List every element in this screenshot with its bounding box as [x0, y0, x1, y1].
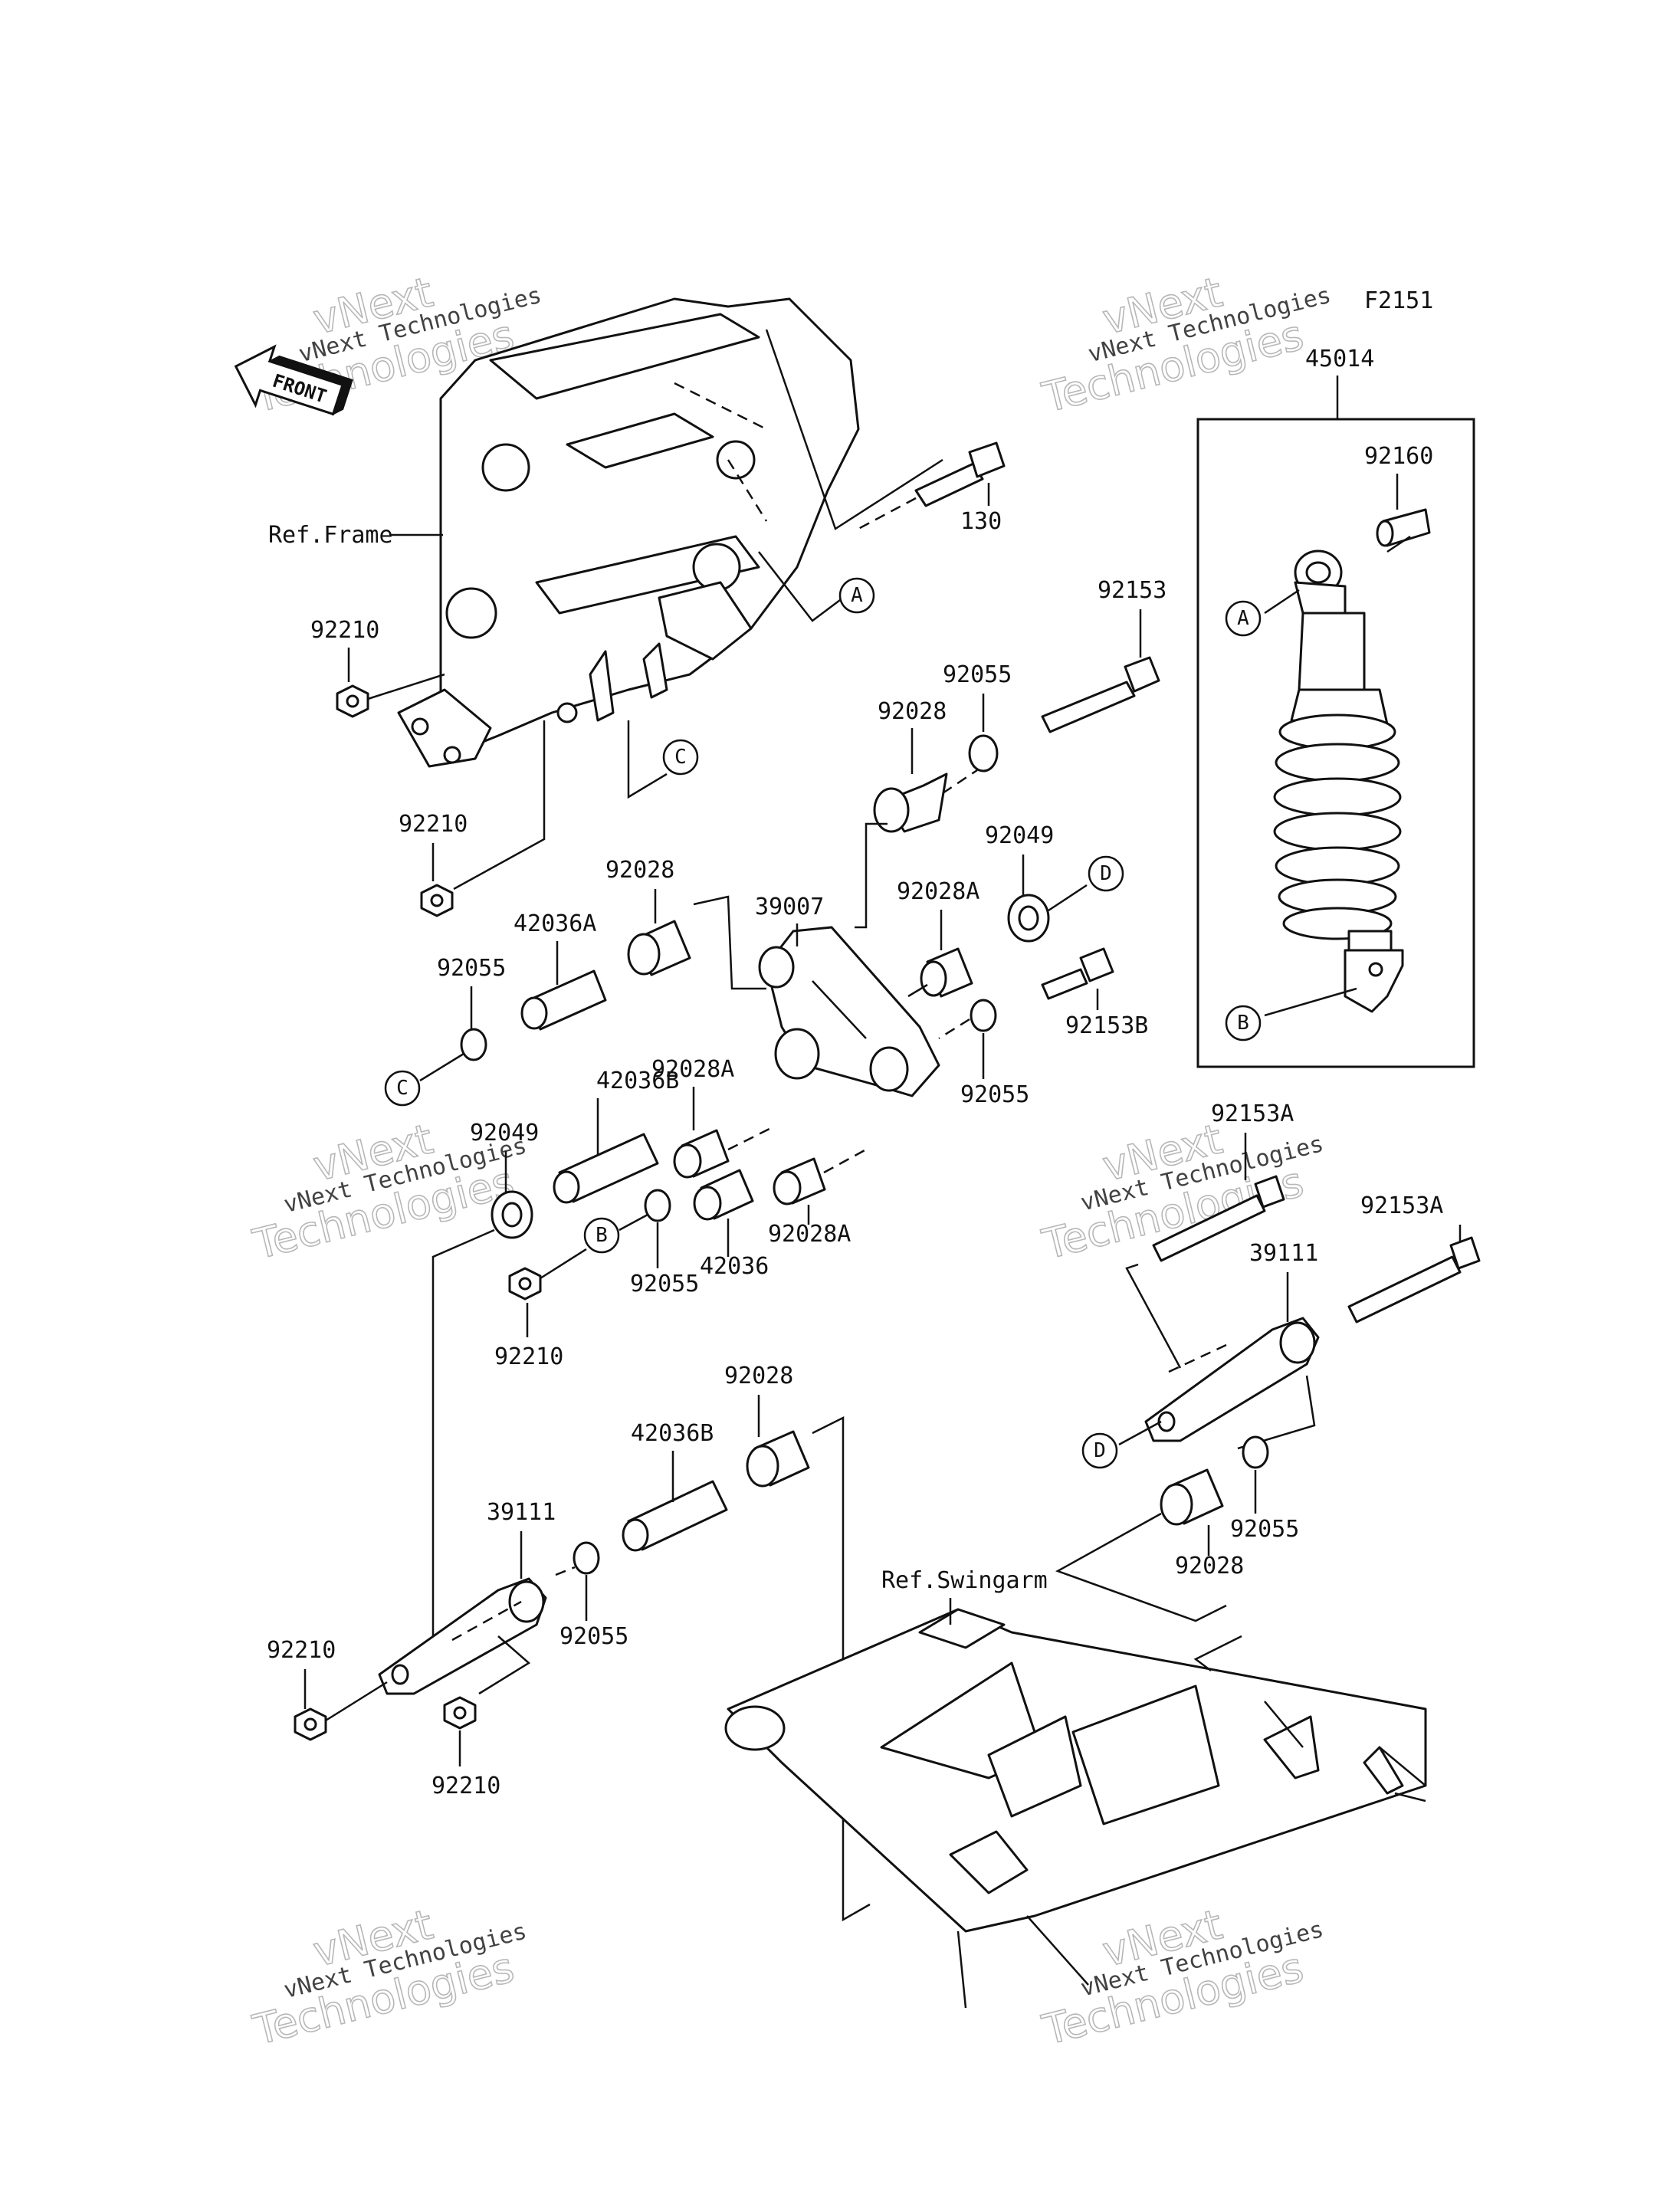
tube-42036A — [520, 969, 607, 1031]
oring-92055-center — [644, 1189, 671, 1222]
bolt-92153A-lower — [1347, 1236, 1481, 1324]
callout-a-shock — [1225, 600, 1262, 637]
svg-text:130: 130 — [960, 508, 1002, 535]
bushing-92028-upper — [873, 772, 948, 833]
callout-d-link — [1088, 855, 1124, 892]
svg-text:92055: 92055 — [630, 1271, 699, 1297]
nut-92210-rod-right — [443, 1696, 477, 1730]
callout-d-rod — [1081, 1432, 1118, 1469]
oring-92055-upper — [968, 734, 999, 772]
svg-text:92210: 92210 — [431, 1773, 500, 1799]
rod-39111-right — [1144, 1317, 1320, 1442]
swingarm-assembly — [724, 1608, 1427, 2009]
svg-text:D: D — [1094, 1439, 1106, 1462]
svg-text:B: B — [596, 1224, 608, 1247]
washer-92049-lower — [491, 1190, 533, 1239]
figure-code: F2151 — [1364, 287, 1433, 314]
shock-absorber-45014 — [1196, 418, 1475, 1068]
svg-text:B: B — [1237, 1012, 1249, 1035]
callout-b-link — [583, 1217, 620, 1254]
svg-text:42036B: 42036B — [631, 1420, 714, 1447]
front-arrow-icon: FRONT — [234, 344, 353, 416]
bushing-92028A-upper — [920, 947, 973, 998]
svg-text:92028A: 92028A — [651, 1056, 734, 1083]
svg-text:92160: 92160 — [1364, 443, 1433, 470]
svg-text:92153A: 92153A — [1211, 1100, 1294, 1127]
svg-text:A: A — [851, 584, 863, 607]
svg-text:92055: 92055 — [1230, 1516, 1299, 1543]
bushing-92028-middle — [627, 920, 691, 976]
ref-frame-label: Ref.Frame — [268, 522, 393, 549]
tube-42036 — [693, 1169, 754, 1221]
nut-92210-link — [508, 1267, 542, 1301]
svg-text:39007: 39007 — [755, 894, 824, 920]
bolt-92153 — [1041, 656, 1160, 733]
svg-text:92055: 92055 — [559, 1623, 628, 1650]
svg-text:45014: 45014 — [1305, 346, 1374, 372]
bushing-92028-lower-right — [1160, 1468, 1224, 1526]
watermark-bottom-left: vNext vNext Technologies Technologies — [248, 1900, 530, 2055]
bolt-92153B — [1041, 947, 1114, 1000]
washer-92049-upper — [1007, 894, 1050, 943]
bushing-92028-lower — [746, 1430, 810, 1488]
link-39007 — [758, 926, 940, 1097]
oring-92055-lower-left — [573, 1541, 600, 1575]
callout-b-shock — [1225, 1005, 1262, 1041]
bolt-92153A-upper — [1152, 1175, 1285, 1262]
watermark-top-right: vNext vNext Technologies Technologies — [1037, 267, 1334, 423]
svg-text:A: A — [1237, 607, 1249, 630]
oring-92055-left — [460, 1028, 487, 1061]
callout-c-frame — [662, 739, 699, 776]
svg-text:92153B: 92153B — [1065, 1012, 1148, 1039]
svg-text:92055: 92055 — [960, 1081, 1029, 1108]
svg-text:92210: 92210 — [310, 617, 379, 644]
bolt-130 — [858, 441, 1006, 530]
oring-92055-lower-right — [1242, 1435, 1269, 1469]
svg-text:92028: 92028 — [605, 857, 674, 884]
ref-swingarm-label: Ref.Swingarm — [881, 1567, 1048, 1594]
svg-text:92055: 92055 — [437, 955, 506, 982]
svg-text:42036: 42036 — [700, 1253, 769, 1280]
svg-text:92028: 92028 — [878, 698, 947, 725]
nut-92210-middle — [420, 884, 454, 917]
svg-text:42036A: 42036A — [514, 910, 596, 937]
svg-text:92153: 92153 — [1098, 577, 1166, 604]
tube-42036B-lower — [622, 1480, 728, 1552]
svg-text:C: C — [674, 746, 687, 769]
svg-text:92210: 92210 — [399, 811, 468, 838]
svg-text:92028: 92028 — [1175, 1553, 1244, 1579]
svg-text:C: C — [396, 1077, 409, 1100]
svg-text:92049: 92049 — [985, 822, 1054, 849]
svg-text:92028: 92028 — [724, 1363, 793, 1389]
svg-text:39111: 39111 — [487, 1499, 556, 1526]
svg-text:92153A: 92153A — [1360, 1192, 1443, 1219]
svg-text:92049: 92049 — [470, 1120, 539, 1146]
frame-assembly — [397, 297, 943, 799]
svg-text:92210: 92210 — [267, 1637, 336, 1664]
callout-c-link — [384, 1070, 421, 1107]
svg-text:42036B: 42036B — [596, 1068, 679, 1094]
svg-text:92055: 92055 — [943, 661, 1012, 688]
bushing-92028A-left — [673, 1129, 730, 1179]
nut-92210-rod-left — [294, 1707, 327, 1741]
svg-text:D: D — [1100, 862, 1112, 885]
svg-text:92210: 92210 — [494, 1343, 563, 1370]
svg-text:39111: 39111 — [1249, 1240, 1318, 1267]
tube-42036B-upper — [553, 1133, 659, 1204]
bushing-92028A-lower — [773, 1157, 826, 1205]
nut-92210-upper — [336, 684, 369, 718]
rod-39111-left — [378, 1577, 547, 1695]
svg-text:92028A: 92028A — [768, 1221, 851, 1248]
oring-92055-link-right — [970, 999, 997, 1032]
callout-a-frame — [838, 577, 875, 614]
svg-text:92028A: 92028A — [897, 878, 979, 905]
